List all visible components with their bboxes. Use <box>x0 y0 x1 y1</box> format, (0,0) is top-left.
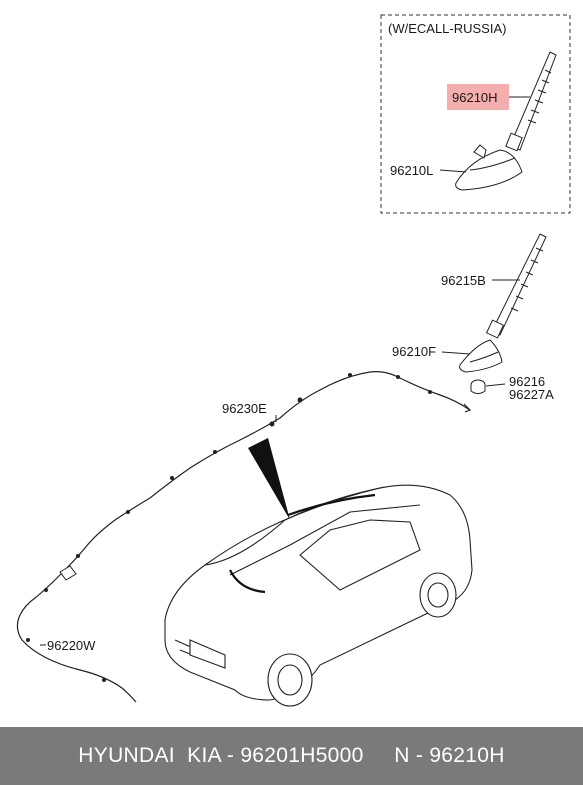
label-96215B: 96215B <box>441 273 486 288</box>
antenna-mast-96210H <box>505 51 557 152</box>
antenna-base-96210F <box>459 339 503 373</box>
box-title: (W/ECALL-RUSSIA) <box>388 21 506 36</box>
pointer-wedge <box>248 438 290 520</box>
label-96230E: 96230E <box>222 401 267 416</box>
label-96216: 96216 <box>509 374 545 389</box>
footer-part-number: N - 96210H <box>394 744 505 767</box>
nut-96216 <box>470 379 486 394</box>
label-96227A: 96227A <box>509 387 554 402</box>
label-96210H: 96210H <box>452 90 498 105</box>
ecall-option-box <box>380 14 571 214</box>
part-highlight <box>447 84 509 110</box>
leader-96210F <box>441 351 471 355</box>
label-96220W: 96220W <box>47 638 96 653</box>
leader-96216 <box>485 383 506 387</box>
label-96210F: 96210F <box>392 344 436 359</box>
roof-cable-route <box>229 493 376 594</box>
footer-bar: HYUNDAI KIA - 96201H5000 N - 96210H <box>0 727 583 785</box>
footer-brand: HYUNDAI KIA - 96201H5000 <box>78 744 364 767</box>
car-outline <box>164 484 473 707</box>
cable-clips <box>26 373 432 682</box>
leader-96210L <box>439 169 467 173</box>
parts-diagram: (W/ECALL-RUSSIA) <box>16 14 571 707</box>
cable-connector <box>59 565 77 581</box>
antenna-base-96210L <box>455 144 523 191</box>
antenna-mast-96215B <box>485 233 547 339</box>
label-96210L: 96210L <box>390 163 433 178</box>
